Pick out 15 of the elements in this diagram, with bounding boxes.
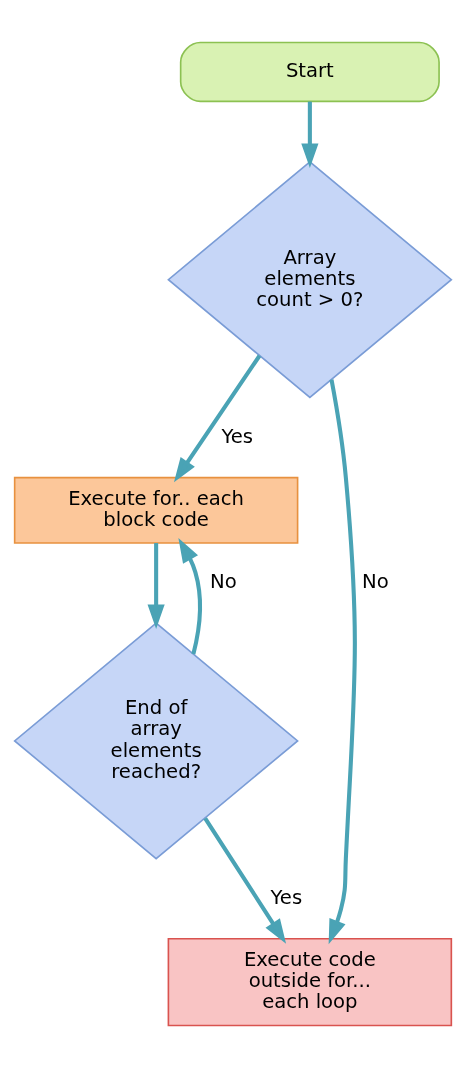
arrow bbox=[173, 354, 262, 482]
node-box: Execute code outside for... each loop bbox=[167, 937, 453, 1026]
edge-label: No bbox=[209, 569, 237, 593]
edge-label: Yes bbox=[270, 885, 303, 909]
node-box: Execute for.. each block code bbox=[13, 476, 299, 544]
arrow bbox=[178, 537, 203, 654]
arrow bbox=[203, 816, 287, 944]
edge-label: Yes bbox=[221, 424, 254, 448]
node-diamond: Array elements count > 0? bbox=[167, 160, 453, 398]
arrow bbox=[301, 101, 319, 168]
arrow bbox=[147, 542, 165, 629]
node-box: Start bbox=[179, 41, 440, 102]
arrow bbox=[328, 378, 357, 944]
node-diamond: End of array elements reached? bbox=[13, 621, 299, 860]
edge-label: No bbox=[362, 569, 389, 593]
